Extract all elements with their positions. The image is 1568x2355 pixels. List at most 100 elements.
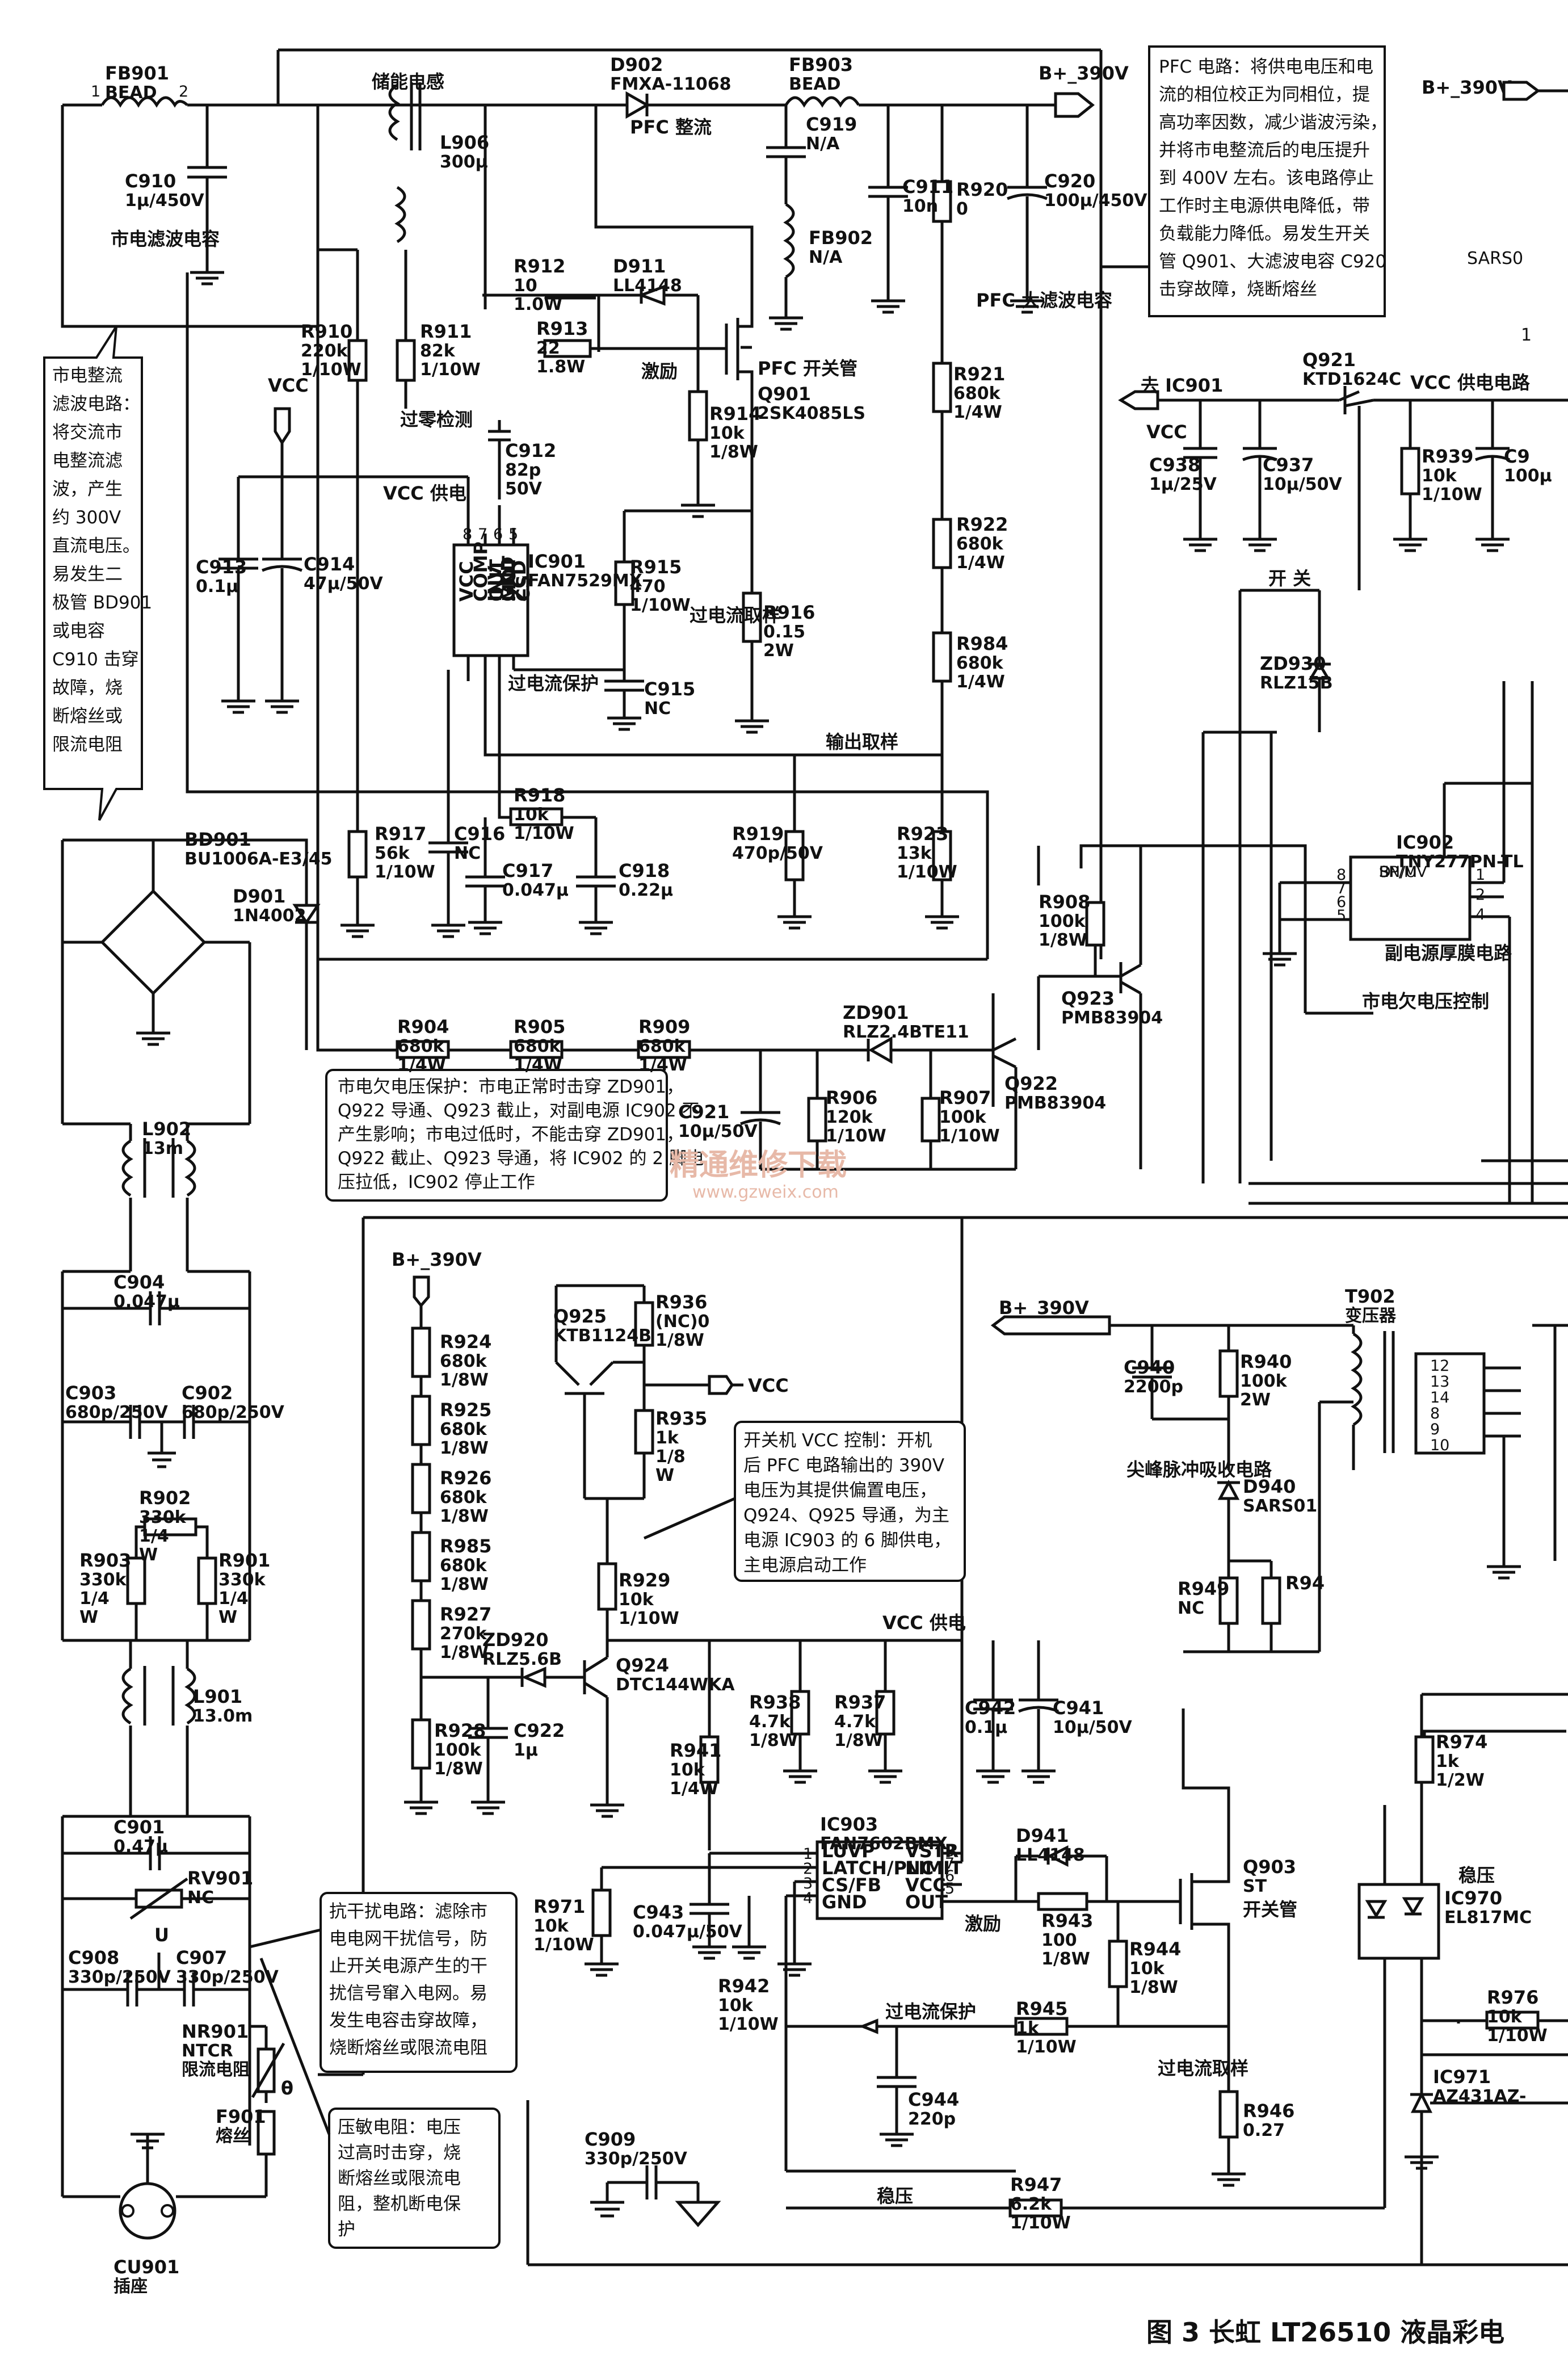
component-ref: C918: [619, 860, 670, 881]
ic-pin-label: 8: [945, 1842, 955, 1860]
net-to-ic901: 去 IC901: [1141, 375, 1223, 396]
component-value: 0.1μ: [196, 577, 238, 597]
component-ref: L901: [193, 1686, 242, 1707]
component-ref: C919: [806, 114, 857, 135]
component-ref: R929: [619, 1569, 670, 1591]
output-sample-label: 输出取样: [826, 731, 898, 753]
ic-pin-label: OUT: [486, 559, 507, 602]
vcc-supply-ic901: VCC 供电: [383, 482, 466, 504]
component-value: 680p/250V: [65, 1403, 169, 1422]
ic-pin-label: GND: [497, 556, 519, 602]
rectifier-note-bubble: [43, 325, 143, 821]
note-line: 滤波电路：: [52, 394, 140, 414]
component-value: 680k: [440, 1420, 487, 1439]
ground-symbol: [468, 921, 502, 935]
component-ref: C903: [65, 1382, 116, 1404]
note-line: 电整流滤: [52, 451, 123, 471]
component-ref: R904: [397, 1016, 449, 1038]
component-ref: R902: [139, 1487, 191, 1509]
ground-symbol: [590, 1803, 624, 1818]
component-ref: R949: [1178, 1578, 1229, 1600]
component-value: NC: [644, 699, 671, 719]
component-r94: R94: [1285, 1572, 1325, 1594]
component-ref: R912: [514, 255, 565, 277]
component-value: 1/4W: [953, 402, 1002, 422]
ground-symbol: [585, 1962, 619, 1977]
emi-filter-section: [61, 838, 721, 2240]
component-ref: Q924: [616, 1655, 669, 1676]
ic-pin-label: 5: [508, 526, 518, 543]
component-value: FAN7529MX: [528, 571, 642, 591]
component-ref: C943: [633, 1901, 684, 1923]
excite1-label: 激励: [641, 360, 678, 382]
component-value: 0.27: [1243, 2121, 1285, 2140]
component-value: 680k: [440, 1351, 487, 1371]
net-b390-mid: B+_390V: [392, 1249, 482, 1270]
component-value: 330k: [218, 1570, 266, 1590]
ocp2-label: 过电流保护: [885, 2001, 976, 2022]
component-ref: C907: [176, 1947, 227, 1968]
component-value: 680k: [397, 1036, 445, 1056]
ic-pin-label: OUT: [905, 1891, 948, 1913]
component-ref: R939: [1422, 446, 1473, 467]
component-ref: R928: [434, 1720, 486, 1741]
component-value: 100μ: [1504, 466, 1552, 486]
ground-symbol: [221, 699, 255, 714]
regulate-ic-label: 稳压: [1458, 1865, 1495, 1886]
ic-pin-label: 6: [493, 526, 503, 543]
component-value: 680k: [514, 1036, 561, 1056]
component-value: 82p: [505, 460, 541, 480]
component-ref: R917: [375, 823, 426, 845]
component-value: 220k: [301, 341, 348, 361]
ic-pin-label: S: [1379, 863, 1389, 881]
component-value: 1k: [655, 1428, 679, 1448]
ic-pin-label: 1: [803, 1845, 813, 1863]
note-line: 扰信号窜入电网。易: [329, 1983, 487, 2004]
ground-symbol: [871, 299, 905, 314]
regulate-label: 稳压: [877, 2185, 913, 2207]
ic-pin-label: 2: [1475, 886, 1485, 904]
component-ref: R936: [655, 1291, 707, 1313]
component-value: 10k: [718, 1996, 754, 2016]
note-line: 并将市电整流后的电压提升: [1159, 140, 1370, 161]
net-vcc-ic901: VCC: [1146, 421, 1187, 443]
component-ref: ZD920: [482, 1629, 549, 1651]
component-value: 1N4002: [233, 906, 306, 926]
ic-pin-label: 4: [1475, 906, 1485, 923]
component-value: 1/10W: [533, 1935, 594, 1955]
component-ref: C911: [902, 176, 953, 198]
ground-symbol: [777, 1962, 812, 1977]
component-ref: ZD901: [843, 1002, 909, 1023]
ground-symbol: [136, 1031, 170, 1046]
component-value: 1/8W: [1041, 1949, 1090, 1969]
component-value: 0.1μ: [965, 1718, 1007, 1737]
ic-pin-label: MOT: [498, 556, 520, 602]
component-value: 1/10W: [718, 2014, 779, 2034]
pfc-bigcap-label: PFC 大滤波电容: [976, 289, 1112, 311]
ic-pin-label: 4: [803, 1890, 813, 1907]
note-line: 压敏电阻：电压: [338, 2117, 461, 2138]
component-value: 1/8W: [440, 1643, 489, 1663]
component-value: 1k: [1436, 1752, 1460, 1772]
component-ref: ZD930: [1260, 653, 1326, 674]
component-value: 2200p: [1124, 1377, 1183, 1397]
note-line: 电电网干扰信号，防: [329, 1929, 487, 1949]
component-value: 680k: [440, 1556, 487, 1576]
